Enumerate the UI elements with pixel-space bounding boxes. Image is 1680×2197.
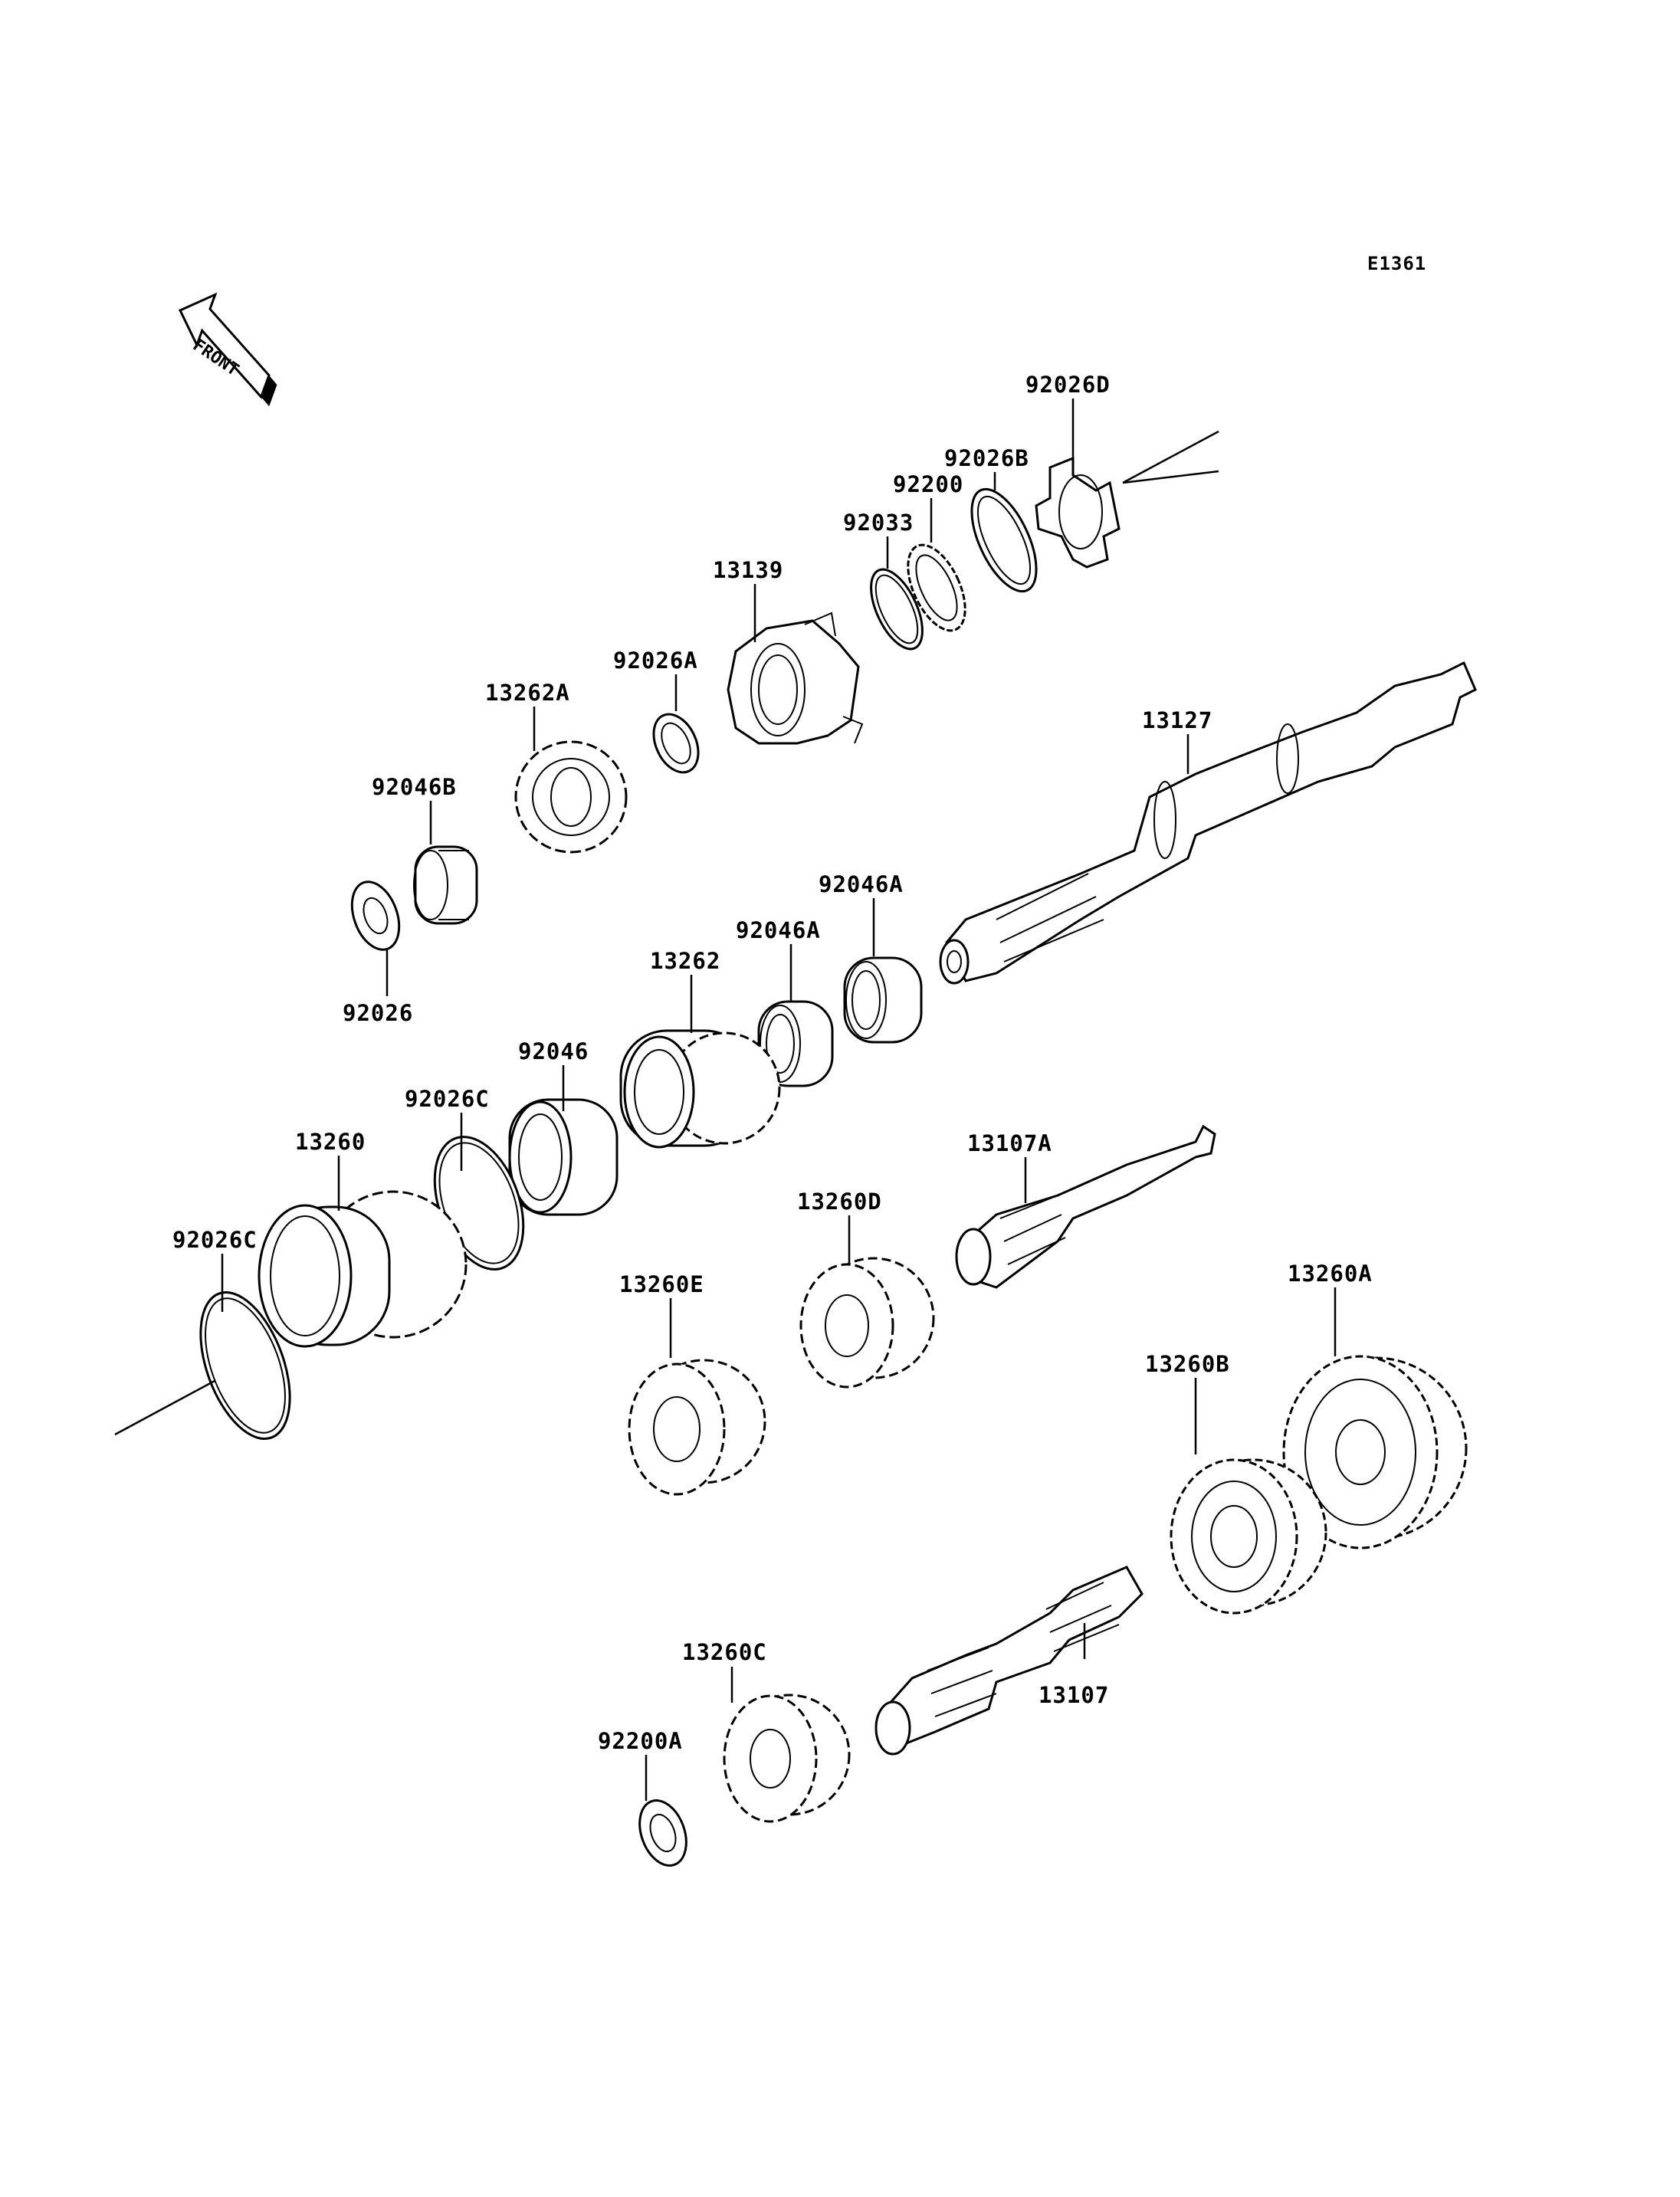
label-13262: 13262 bbox=[650, 948, 720, 974]
label-13260C: 13260C bbox=[682, 1639, 767, 1665]
part-13139[interactable] bbox=[727, 612, 864, 745]
label-13260E: 13260E bbox=[619, 1271, 704, 1297]
part-92200[interactable] bbox=[896, 536, 976, 639]
label-13260: 13260 bbox=[295, 1129, 366, 1155]
part-92046B[interactable] bbox=[413, 845, 478, 925]
part-13260A[interactable] bbox=[1282, 1355, 1468, 1549]
label-92026C-upper: 92026C bbox=[405, 1086, 490, 1112]
label-92026D: 92026D bbox=[1025, 372, 1111, 398]
part-13127[interactable] bbox=[939, 661, 1477, 985]
part-13107[interactable] bbox=[874, 1566, 1144, 1756]
label-92046B: 92046B bbox=[372, 774, 457, 800]
label-92200A: 92200A bbox=[598, 1728, 683, 1754]
label-13260A: 13260A bbox=[1288, 1261, 1373, 1287]
label-13139: 13139 bbox=[713, 557, 783, 583]
label-13260B: 13260B bbox=[1145, 1351, 1230, 1377]
label-92033: 92033 bbox=[843, 510, 914, 536]
part-92026C-lower[interactable] bbox=[82, 1280, 307, 1487]
part-13260C[interactable] bbox=[723, 1694, 851, 1823]
label-92046: 92046 bbox=[518, 1038, 589, 1064]
part-92046[interactable] bbox=[508, 1098, 619, 1216]
label-92026B: 92026B bbox=[944, 445, 1029, 471]
part-92033[interactable] bbox=[861, 562, 933, 656]
part-92026A[interactable] bbox=[645, 707, 707, 779]
label-92026: 92026 bbox=[343, 1000, 413, 1026]
label-13127: 13127 bbox=[1142, 707, 1212, 733]
part-92046A-upper[interactable] bbox=[843, 956, 923, 1044]
label-92026C-lower: 92026C bbox=[172, 1227, 258, 1253]
leader-lines bbox=[221, 398, 1337, 1801]
front-arrow-icon: FRONT bbox=[178, 292, 277, 407]
label-13262A: 13262A bbox=[485, 680, 570, 706]
label-92026A: 92026A bbox=[613, 648, 698, 674]
label-13107: 13107 bbox=[1039, 1682, 1109, 1708]
diagram-code: E1361 bbox=[1367, 253, 1426, 274]
part-13260B[interactable] bbox=[1170, 1458, 1327, 1615]
label-13107A: 13107A bbox=[967, 1130, 1052, 1156]
part-13260D[interactable] bbox=[799, 1257, 935, 1389]
part-92026B[interactable] bbox=[959, 480, 1050, 601]
part-labels: 92026D 92026B 92200 92033 13139 92026A 1… bbox=[172, 372, 1373, 1754]
label-92200: 92200 bbox=[893, 471, 963, 497]
label-13260D: 13260D bbox=[797, 1189, 882, 1215]
part-13260[interactable] bbox=[258, 1190, 468, 1348]
part-13260E[interactable] bbox=[628, 1359, 766, 1496]
part-92026[interactable] bbox=[343, 875, 408, 956]
part-92200A[interactable] bbox=[632, 1794, 695, 1872]
label-92046A-lower: 92046A bbox=[736, 917, 821, 943]
part-13262[interactable] bbox=[619, 1029, 781, 1149]
part-92026D[interactable] bbox=[1035, 430, 1219, 569]
label-92046A-upper: 92046A bbox=[819, 871, 904, 897]
part-13262A[interactable] bbox=[514, 740, 628, 854]
part-13107A[interactable] bbox=[955, 1124, 1216, 1289]
